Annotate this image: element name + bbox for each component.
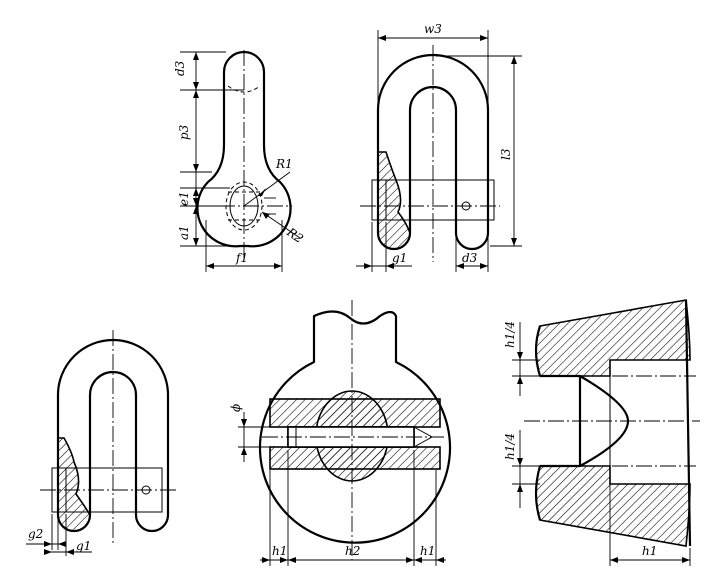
dim-label-h1-left: h1 (272, 544, 287, 558)
shackle-view-bottom: g2 g1 (26, 330, 178, 556)
dim-label-g1-bottom: g1 (76, 539, 91, 553)
socket-detail-view: h1/4 h1/4 h1 (503, 299, 700, 566)
dim-label-w3: w3 (424, 22, 442, 36)
dim-label-d3-right: d3 (462, 251, 478, 265)
dim-label-h1-4-top: h1/4 (503, 321, 517, 348)
dim-label-h2: h2 (345, 544, 360, 558)
dim-label-d3: d3 (173, 60, 187, 76)
dim-label-h1-right: h1 (420, 544, 435, 558)
dim-label-phi: ϕ (229, 404, 243, 412)
dim-label-a1: a1 (177, 225, 191, 240)
dim-label-g1: g1 (392, 251, 407, 265)
dim-label-g2: g2 (28, 527, 43, 541)
dim-label-h1-detail: h1 (642, 544, 657, 558)
shackle-view-top: w3 l3 g1 d3 (356, 22, 522, 272)
eye-section-view: ϕ h1 h2 h1 (229, 300, 452, 566)
dim-label-f1: f1 (235, 251, 248, 265)
dim-label-e1: e1 (177, 191, 191, 206)
dim-label-R2: R2 (283, 224, 306, 246)
dim-label-h1-4-bottom: h1/4 (503, 433, 517, 460)
tongue-view: d3 p3 R1 e1 R2 a1 f1 (173, 50, 306, 272)
dim-label-p3: p3 (177, 124, 191, 140)
dim-label-R1: R1 (275, 157, 293, 171)
dim-label-l3: l3 (499, 148, 513, 160)
